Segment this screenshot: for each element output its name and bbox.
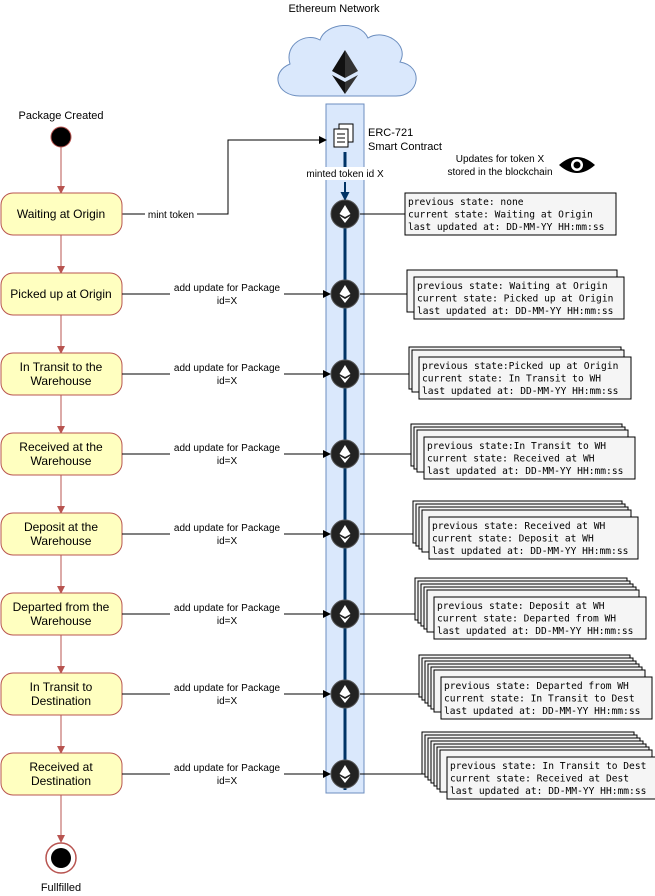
record-previous-line: previous state: Departed from WH	[444, 681, 629, 692]
eye-icon	[559, 157, 595, 173]
minted-label-bg	[303, 167, 387, 180]
state-label-line1: Departed from the	[13, 600, 110, 614]
state-label-line2: Destination	[31, 774, 91, 788]
update-label-line1: add update for Package	[174, 603, 281, 614]
record-previous-line: previous state: In Transit to Dest	[450, 761, 646, 772]
update-label-line2: id=X	[217, 616, 238, 627]
contract-title: ERC-721	[368, 127, 413, 139]
record-card	[404, 192, 617, 236]
ethereum-icon	[330, 519, 360, 549]
update-label-line1: add update for Package	[174, 763, 281, 774]
state-label-line2: Warehouse	[31, 374, 92, 388]
update-label-bg	[170, 522, 284, 549]
update-label-bg	[170, 762, 284, 789]
update-label-line1: add update for Package	[174, 683, 281, 694]
record-previous-line: previous state: Deposit at WH	[437, 601, 605, 612]
mint-token-connector	[122, 136, 327, 215]
state-label-line1: In Transit to the	[20, 360, 103, 374]
ethereum-icon	[330, 279, 360, 309]
blockchain-note-line2: stored in the blockchain	[447, 167, 552, 178]
record-card	[433, 596, 647, 640]
minted-label: minted token id X	[306, 169, 384, 180]
update-label-line2: id=X	[217, 536, 238, 547]
network-title: Ethereum Network	[288, 3, 380, 15]
record-current-line: current state: In Transit to WH	[422, 374, 601, 385]
update-label-line1: add update for Package	[174, 363, 281, 374]
update-label-bg	[170, 362, 284, 389]
record-card	[423, 436, 636, 480]
mint-token-label: mint token	[148, 210, 194, 221]
record-card	[440, 676, 653, 720]
record-current-line: current state: In Transit to Dest	[444, 694, 635, 705]
update-label-bg	[170, 282, 284, 309]
end-label: Fullfilled	[41, 882, 81, 894]
document-icon	[333, 123, 354, 148]
state-label-line1: Received at	[29, 760, 93, 774]
record-card	[413, 276, 625, 320]
ethereum-icon	[330, 759, 360, 789]
record-current-line: current state: Picked up at Origin	[417, 294, 613, 305]
state-label-line1: Picked up at Origin	[10, 287, 111, 301]
ethereum-icon	[332, 50, 358, 94]
update-label-bg	[170, 682, 284, 709]
record-card	[418, 356, 632, 400]
update-label-line1: add update for Package	[174, 443, 281, 454]
state-label-line2: Warehouse	[31, 614, 92, 628]
record-updated-line: last updated at: DD-MM-YY HH:mm:ss	[450, 786, 646, 797]
record-current-line: current state: Received at WH	[427, 454, 595, 465]
update-label-line2: id=X	[217, 296, 238, 307]
record-updated-line: last updated at: DD-MM-YY HH:mm:ss	[417, 306, 613, 317]
record-updated-line: last updated at: DD-MM-YY HH:mm:ss	[422, 386, 618, 397]
record-previous-line: previous state: Waiting at Origin	[417, 281, 608, 292]
record-current-line: current state: Received at Dest	[450, 774, 629, 785]
update-label-line2: id=X	[217, 456, 238, 467]
contract-subtitle: Smart Contract	[368, 141, 442, 153]
record-current-line: current state: Waiting at Origin	[408, 210, 593, 221]
record-updated-line: last updated at: DD-MM-YY HH:mm:ss	[408, 222, 604, 233]
record-previous-line: previous state: none	[408, 197, 524, 208]
ethereum-icon	[330, 679, 360, 709]
state-label-line2: Destination	[31, 694, 91, 708]
state-label-line1: In Transit to	[30, 680, 93, 694]
update-label-bg	[170, 442, 284, 469]
update-label-line1: add update for Package	[174, 523, 281, 534]
record-updated-line: last updated at: DD-MM-YY HH:mm:ss	[432, 546, 628, 557]
start-node	[50, 126, 72, 148]
record-previous-line: previous state:Picked up at Origin	[422, 361, 618, 372]
state-label-line1: Deposit at the	[24, 520, 98, 534]
end-node	[51, 848, 71, 868]
update-label-line2: id=X	[217, 696, 238, 707]
state-label-line1: Waiting at Origin	[17, 207, 105, 221]
record-previous-line: previous state:In Transit to WH	[427, 441, 606, 452]
update-label-bg	[170, 602, 284, 629]
record-card	[428, 516, 639, 560]
ethereum-icon	[330, 199, 360, 229]
ethereum-icon	[330, 439, 360, 469]
state-label-line1: Received at the	[19, 440, 103, 454]
record-updated-line: last updated at: DD-MM-YY HH:mm:ss	[444, 706, 640, 717]
record-updated-line: last updated at: DD-MM-YY HH:mm:ss	[427, 466, 623, 477]
mint-label-bg	[145, 207, 197, 221]
ethereum-icon	[330, 359, 360, 389]
blockchain-note-line1: Updates for token X	[456, 154, 545, 165]
record-current-line: current state: Deposit at WH	[432, 534, 594, 545]
state-label-line2: Warehouse	[31, 454, 92, 468]
ethereum-icon	[330, 599, 360, 629]
start-label: Package Created	[19, 110, 104, 122]
update-label-line2: id=X	[217, 376, 238, 387]
state-label-line2: Warehouse	[31, 534, 92, 548]
update-label-line2: id=X	[217, 776, 238, 787]
record-card	[446, 756, 655, 800]
record-previous-line: previous state: Received at WH	[432, 521, 606, 532]
record-updated-line: last updated at: DD-MM-YY HH:mm:ss	[437, 626, 633, 637]
record-current-line: current state: Departed from WH	[437, 614, 616, 625]
update-label-line1: add update for Package	[174, 283, 281, 294]
